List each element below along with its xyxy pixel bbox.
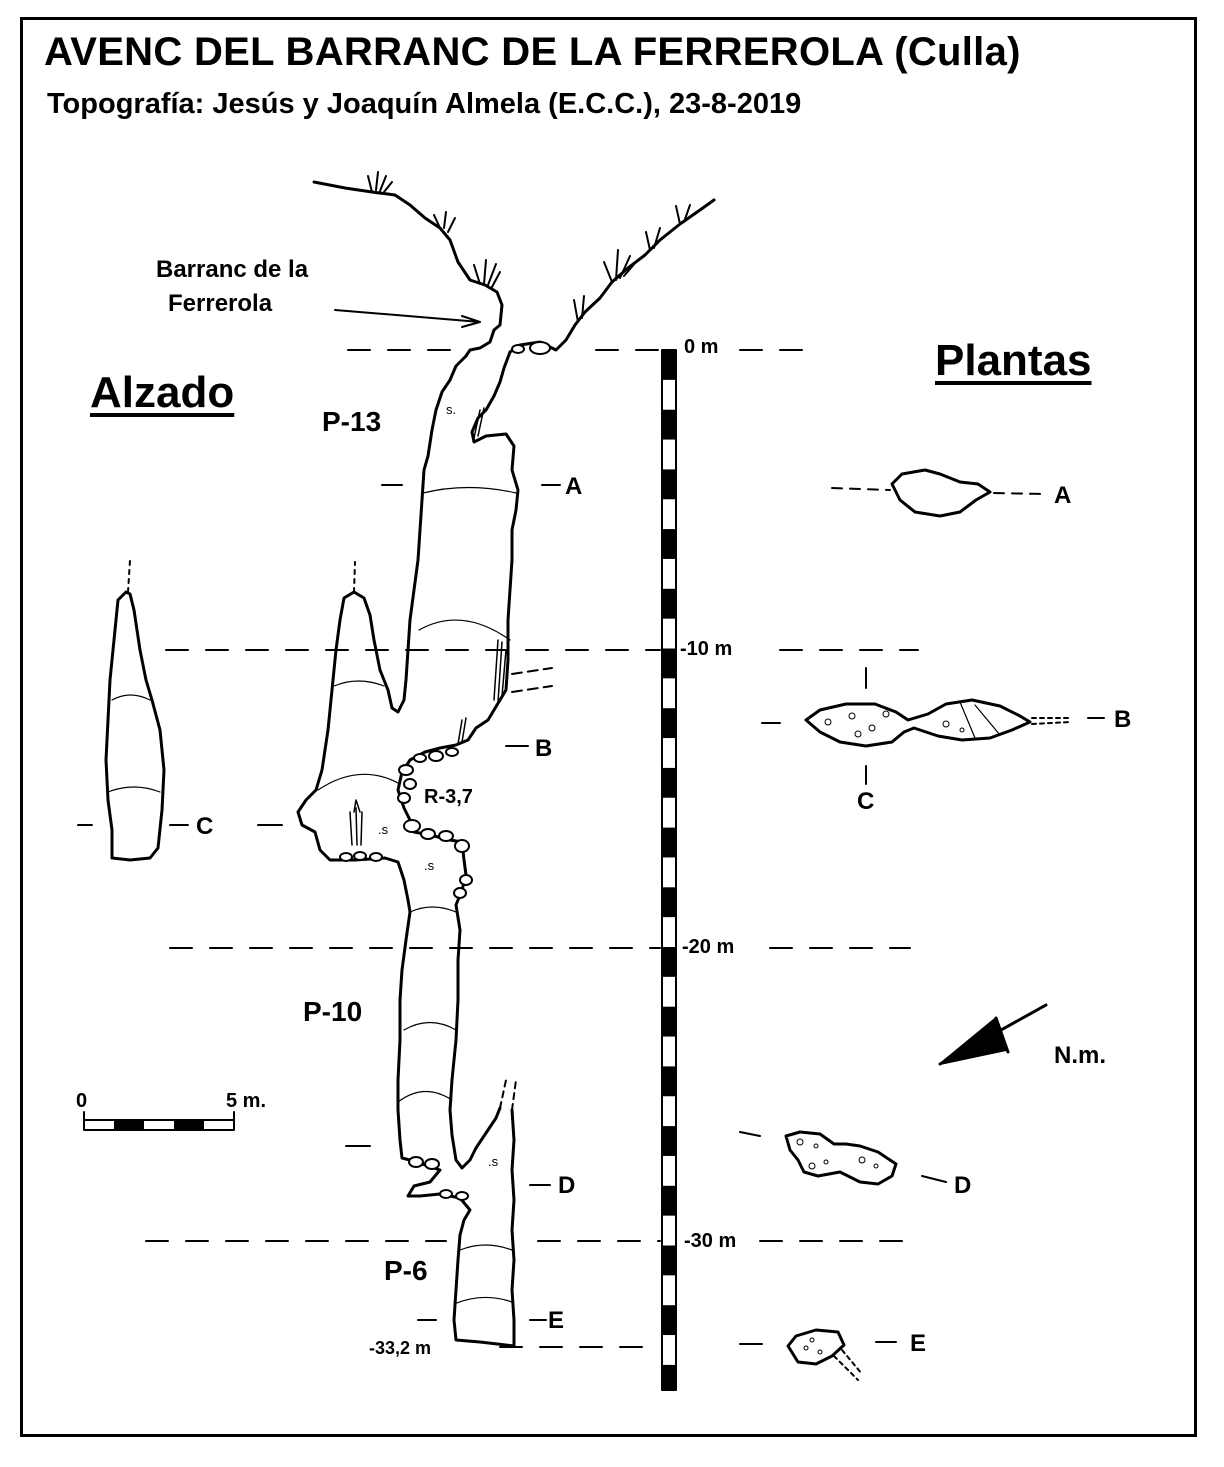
ramp-label: R-3,7 xyxy=(424,786,473,808)
barranc-label-line1: Barranc de la xyxy=(156,256,309,283)
side-passage-dashes xyxy=(511,667,553,693)
section-label-a-plan: A xyxy=(1054,482,1072,509)
barranc-label-line2: Ferrerola xyxy=(168,290,273,317)
aven-top-dash xyxy=(353,561,356,593)
depth-scale-segments xyxy=(662,350,676,1390)
plan-section-b-continuation xyxy=(1031,717,1071,725)
depth-label-0: 0 m xyxy=(684,336,719,358)
upper-pit-continuation xyxy=(499,1079,517,1111)
scale-bar-end-label: 5 m. xyxy=(226,1090,267,1112)
depth-label-30: -30 m xyxy=(684,1230,737,1252)
section-label-c-plan: C xyxy=(857,788,875,815)
barranc-pointer xyxy=(334,309,481,328)
plan-section-a xyxy=(890,468,992,518)
stalagmite-marks xyxy=(349,799,363,846)
drawing-frame xyxy=(20,17,1197,1437)
pitch-label-p6: P-6 xyxy=(384,1255,428,1286)
depth-scale-segment xyxy=(662,708,676,739)
plan-section-a-dashes xyxy=(831,487,1045,495)
bottom-depth-label: -33,2 m xyxy=(369,1338,432,1358)
aven-left xyxy=(104,590,166,862)
depth-scale-bar xyxy=(661,349,677,1391)
depth-scale-segment xyxy=(662,1305,676,1336)
speleothem-mark-2: .s xyxy=(378,822,389,837)
cave-outline-main-right xyxy=(396,350,520,1170)
depth-scale-segment xyxy=(662,1364,676,1390)
depth-scale-segment xyxy=(662,887,676,918)
plantas-heading: Plantas xyxy=(935,336,1092,385)
depth-label-20: -20 m xyxy=(682,936,735,958)
pitch-label-p13: P-13 xyxy=(322,406,382,437)
boulders xyxy=(339,341,551,1201)
plan-boulder-speckles xyxy=(796,710,965,1355)
depth-guide-lines xyxy=(145,349,919,1348)
aven-left-arcs xyxy=(107,694,161,793)
surface-terrain-left xyxy=(312,180,504,358)
survey-subtitle: Topografía: Jesús y Joaquín Almela (E.C.… xyxy=(47,88,802,120)
cave-outline-main-left xyxy=(296,354,468,1162)
section-label-e-elevation: E xyxy=(548,1307,565,1334)
section-label-d-elevation: D xyxy=(558,1172,576,1199)
depth-scale-segment xyxy=(662,409,676,440)
aven-left-top-dash xyxy=(127,559,131,593)
speleothem-mark-4: .s xyxy=(488,1154,499,1169)
depth-scale-segment xyxy=(662,767,676,798)
scale-bar-segment xyxy=(114,1120,144,1130)
section-label-b-elevation: B xyxy=(535,735,553,762)
plan-section-d-ticks xyxy=(739,1131,947,1183)
plan-section-b xyxy=(804,698,1032,748)
section-label-b-plan: B xyxy=(1114,706,1132,733)
scale-bar-start-label: 0 xyxy=(76,1090,88,1112)
plan-section-e-continuation xyxy=(833,1349,863,1381)
depth-scale-segment xyxy=(662,1185,676,1216)
depth-scale-segment xyxy=(662,469,676,500)
pitch-label-p10: P-10 xyxy=(303,996,363,1027)
depth-scale-segment xyxy=(662,827,676,858)
section-tick-lines xyxy=(77,484,561,1321)
plan-section-b-ticks xyxy=(761,667,1105,785)
depth-scale-segment xyxy=(662,1006,676,1037)
depth-label-10: -10 m xyxy=(680,638,733,660)
speleothem-mark-3: .s xyxy=(424,858,435,873)
scale-bar-segment xyxy=(174,1120,204,1130)
section-label-d-plan: D xyxy=(954,1172,972,1199)
depth-scale-segment xyxy=(662,648,676,679)
depth-scale-segment xyxy=(662,947,676,977)
depth-scale-segment xyxy=(662,1066,676,1097)
shaft-cross-section-arcs xyxy=(317,486,517,1305)
north-arrow xyxy=(938,1003,1048,1066)
section-label-a-elevation: A xyxy=(565,473,583,500)
speleothem-mark-1: s. xyxy=(446,402,457,417)
survey-title: AVENC DEL BARRANC DE LA FERREROLA (Culla… xyxy=(44,30,1021,74)
grass-tufts xyxy=(367,171,691,323)
depth-scale-segment xyxy=(662,1126,676,1156)
magnetic-north-label: N.m. xyxy=(1054,1042,1107,1069)
section-label-c-elevation: C xyxy=(196,813,214,840)
graphic-scale-bar xyxy=(83,1111,235,1131)
depth-scale-segment xyxy=(662,529,676,559)
cave-outline-lower xyxy=(406,1108,516,1348)
plan-section-d xyxy=(784,1130,898,1186)
plan-section-b-interior xyxy=(959,701,1001,739)
section-label-e-plan: E xyxy=(910,1330,927,1357)
wall-flowstone-marks xyxy=(457,407,507,745)
plan-section-e xyxy=(786,1328,846,1366)
depth-scale-segment xyxy=(662,1245,676,1276)
depth-scale-segment xyxy=(662,350,676,380)
alzado-heading: Alzado xyxy=(90,368,235,417)
depth-scale-segment xyxy=(662,588,676,619)
